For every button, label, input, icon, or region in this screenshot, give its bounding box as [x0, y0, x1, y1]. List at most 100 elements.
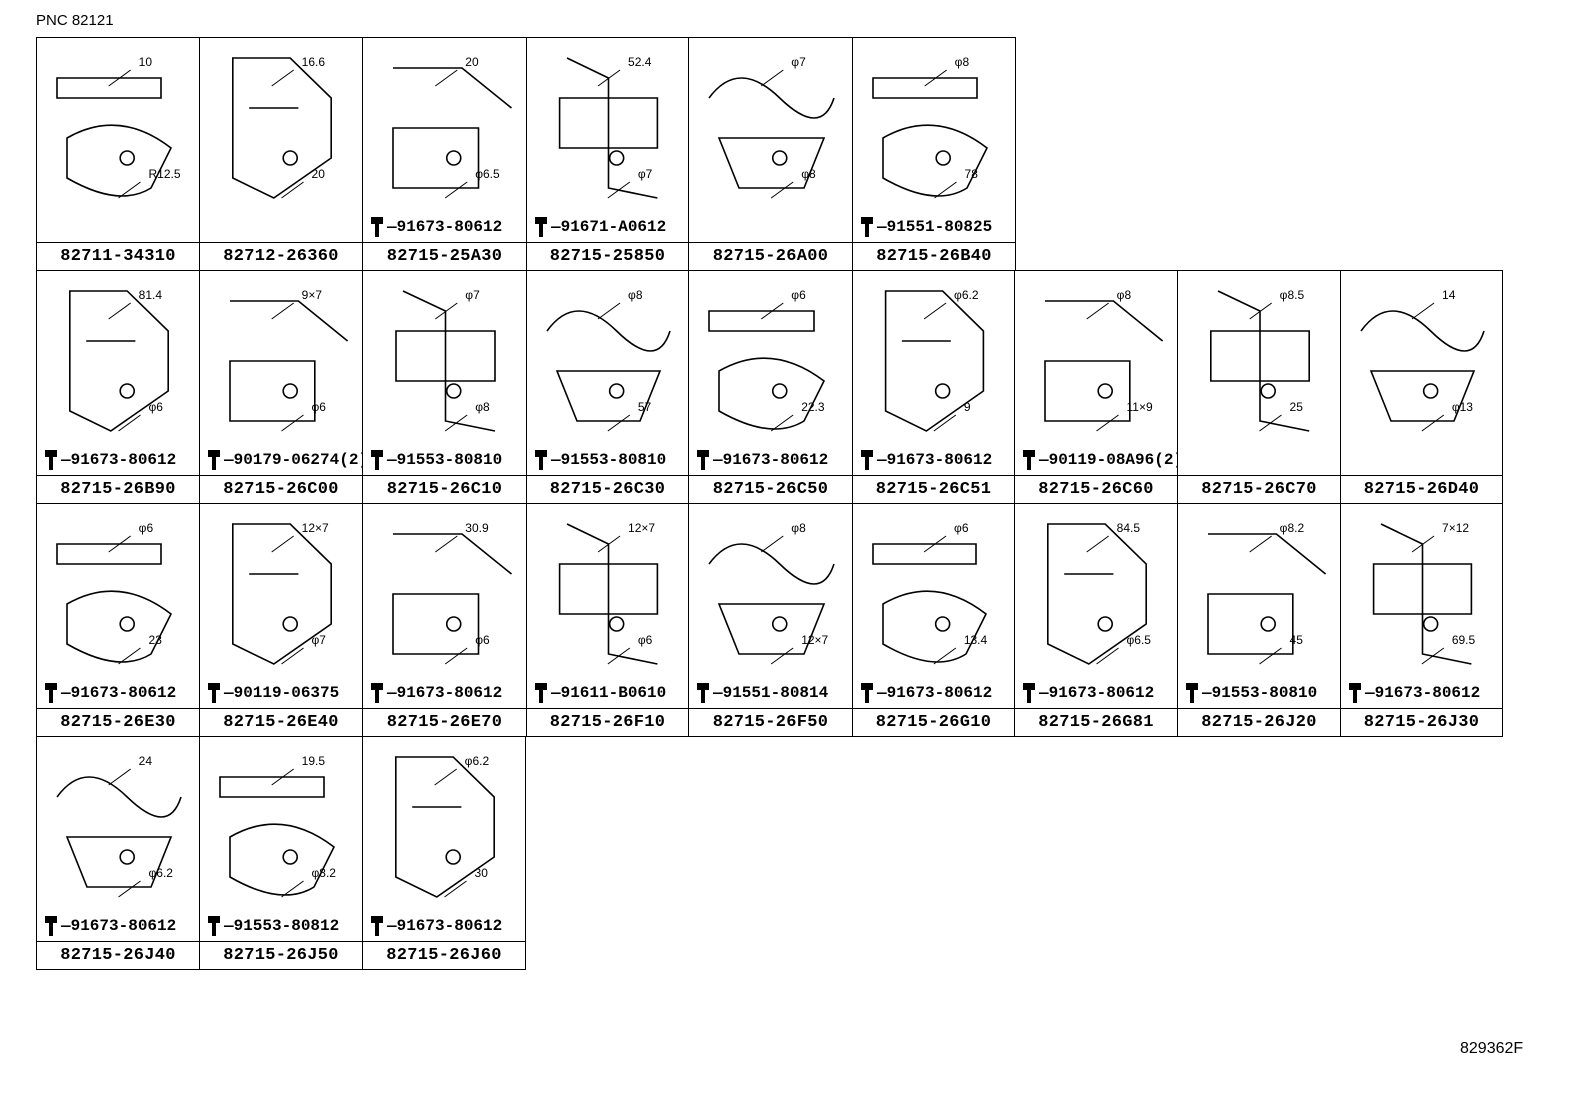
part-number[interactable]: 82715-26J60 [363, 941, 525, 969]
mounting-hole [445, 150, 462, 166]
part-illustration: 9×7φ6 [229, 288, 349, 432]
part-number[interactable]: 82715-26B40 [853, 242, 1015, 270]
part-number[interactable]: 82715-26C30 [527, 475, 688, 503]
bolt-icon [535, 450, 547, 470]
leader-line [761, 535, 784, 553]
bolt-part-number: —91553-80810 [387, 451, 503, 469]
part-number[interactable]: 82715-26C60 [1015, 475, 1177, 503]
leader-line [923, 535, 947, 553]
part-number[interactable]: 82715-26E70 [363, 708, 526, 736]
dimension-label: φ6.2 [954, 288, 979, 302]
dimension-label: 9×7 [302, 288, 323, 302]
part-illustration: φ6.29 [884, 288, 985, 432]
leader-line [924, 69, 947, 87]
part-number[interactable]: 82712-26360 [200, 242, 362, 270]
bolt-part-number: —91551-80825 [877, 218, 993, 236]
dimension-label: 19.5 [302, 754, 326, 768]
part-cell: φ7 φ8 82715-26A00 [688, 37, 853, 271]
leader-line [607, 181, 631, 199]
bolt-part-number: —91673-80612 [877, 684, 993, 702]
dimension-label: 24 [139, 754, 153, 768]
part-outline [219, 776, 336, 896]
mounting-hole [282, 849, 298, 865]
part-number[interactable]: 82715-26F10 [527, 708, 688, 736]
part-number[interactable]: 82715-26E30 [37, 708, 199, 736]
part-number[interactable]: 82715-26C10 [363, 475, 526, 503]
leader-line [1259, 414, 1282, 432]
dimension-label: 13.4 [964, 633, 988, 647]
bolt-callout: —91673-80612 [859, 682, 992, 704]
part-outline [392, 67, 513, 189]
part-number[interactable]: 82715-26J20 [1178, 708, 1340, 736]
bolt-icon [208, 450, 220, 470]
part-outline [1047, 523, 1147, 665]
dimension-label: 11×9 [1127, 400, 1153, 414]
part-number[interactable]: 82715-25850 [527, 242, 688, 270]
part-outline [69, 290, 169, 432]
part-illustration: 84.5φ6.5 [1047, 521, 1151, 665]
dimension-label: 69.5 [1452, 633, 1476, 647]
part-outline [56, 543, 173, 663]
part-outline [56, 77, 173, 197]
bolt-icon [1023, 450, 1035, 470]
part-outline [232, 523, 332, 665]
mounting-hole [445, 849, 461, 865]
part-number[interactable]: 82715-26J50 [200, 941, 362, 969]
bolt-icon [371, 450, 383, 470]
bolt-icon [1023, 683, 1035, 703]
part-number[interactable]: 82715-26C70 [1178, 475, 1340, 503]
dimension-label: φ7 [791, 55, 806, 69]
bolt-part-number: —91673-80612 [1039, 684, 1155, 702]
leader-line [435, 535, 458, 553]
mounting-hole [282, 616, 298, 632]
bolt-callout: —91673-80612 [1347, 682, 1480, 704]
part-number[interactable]: 82715-26E40 [200, 708, 362, 736]
part-number[interactable]: 82715-26J40 [37, 941, 199, 969]
bolt-part-number: —91673-80612 [1365, 684, 1481, 702]
part-number[interactable]: 82715-26F50 [689, 708, 852, 736]
leader-line [271, 535, 294, 553]
leader-line [761, 302, 784, 320]
part-outline [558, 523, 659, 665]
bolt-callout: —91673-80612 [369, 216, 502, 238]
part-number[interactable]: 82715-26D40 [1341, 475, 1502, 503]
bolt-icon [1186, 683, 1198, 703]
mounting-hole [119, 383, 135, 399]
part-number[interactable]: 82715-26G10 [853, 708, 1014, 736]
part-number[interactable]: 82711-34310 [37, 242, 199, 270]
bolt-callout: —91673-80612 [1021, 682, 1154, 704]
dimension-label: φ8.2 [312, 866, 337, 880]
part-number[interactable]: 82715-26J30 [1341, 708, 1502, 736]
part-number[interactable]: 82715-26C51 [853, 475, 1014, 503]
dimension-label: 7×12 [1442, 521, 1469, 535]
leader-line [108, 768, 131, 786]
bolt-part-number: —90119-08A96(2) [1039, 451, 1184, 469]
bolt-icon [45, 916, 57, 936]
bolt-callout: —90119-08A96(2) [1021, 449, 1183, 471]
part-illustration: φ7 φ8 [708, 55, 835, 199]
bolt-icon [208, 916, 220, 936]
part-number[interactable]: 82715-25A30 [363, 242, 526, 270]
bolt-callout: —91673-80612 [43, 915, 176, 937]
part-number[interactable]: 82715-26C50 [689, 475, 852, 503]
dimension-label: φ8 [801, 167, 816, 181]
part-number[interactable]: 82715-26G81 [1015, 708, 1177, 736]
part-outline [395, 756, 495, 898]
dimension-label: R12.5 [149, 167, 181, 181]
part-number[interactable]: 82715-26A00 [689, 242, 852, 270]
dimension-label: φ6 [791, 288, 806, 302]
part-number[interactable]: 82715-26B90 [37, 475, 199, 503]
leader-line [597, 535, 621, 553]
part-number[interactable]: 82715-26C00 [200, 475, 362, 503]
